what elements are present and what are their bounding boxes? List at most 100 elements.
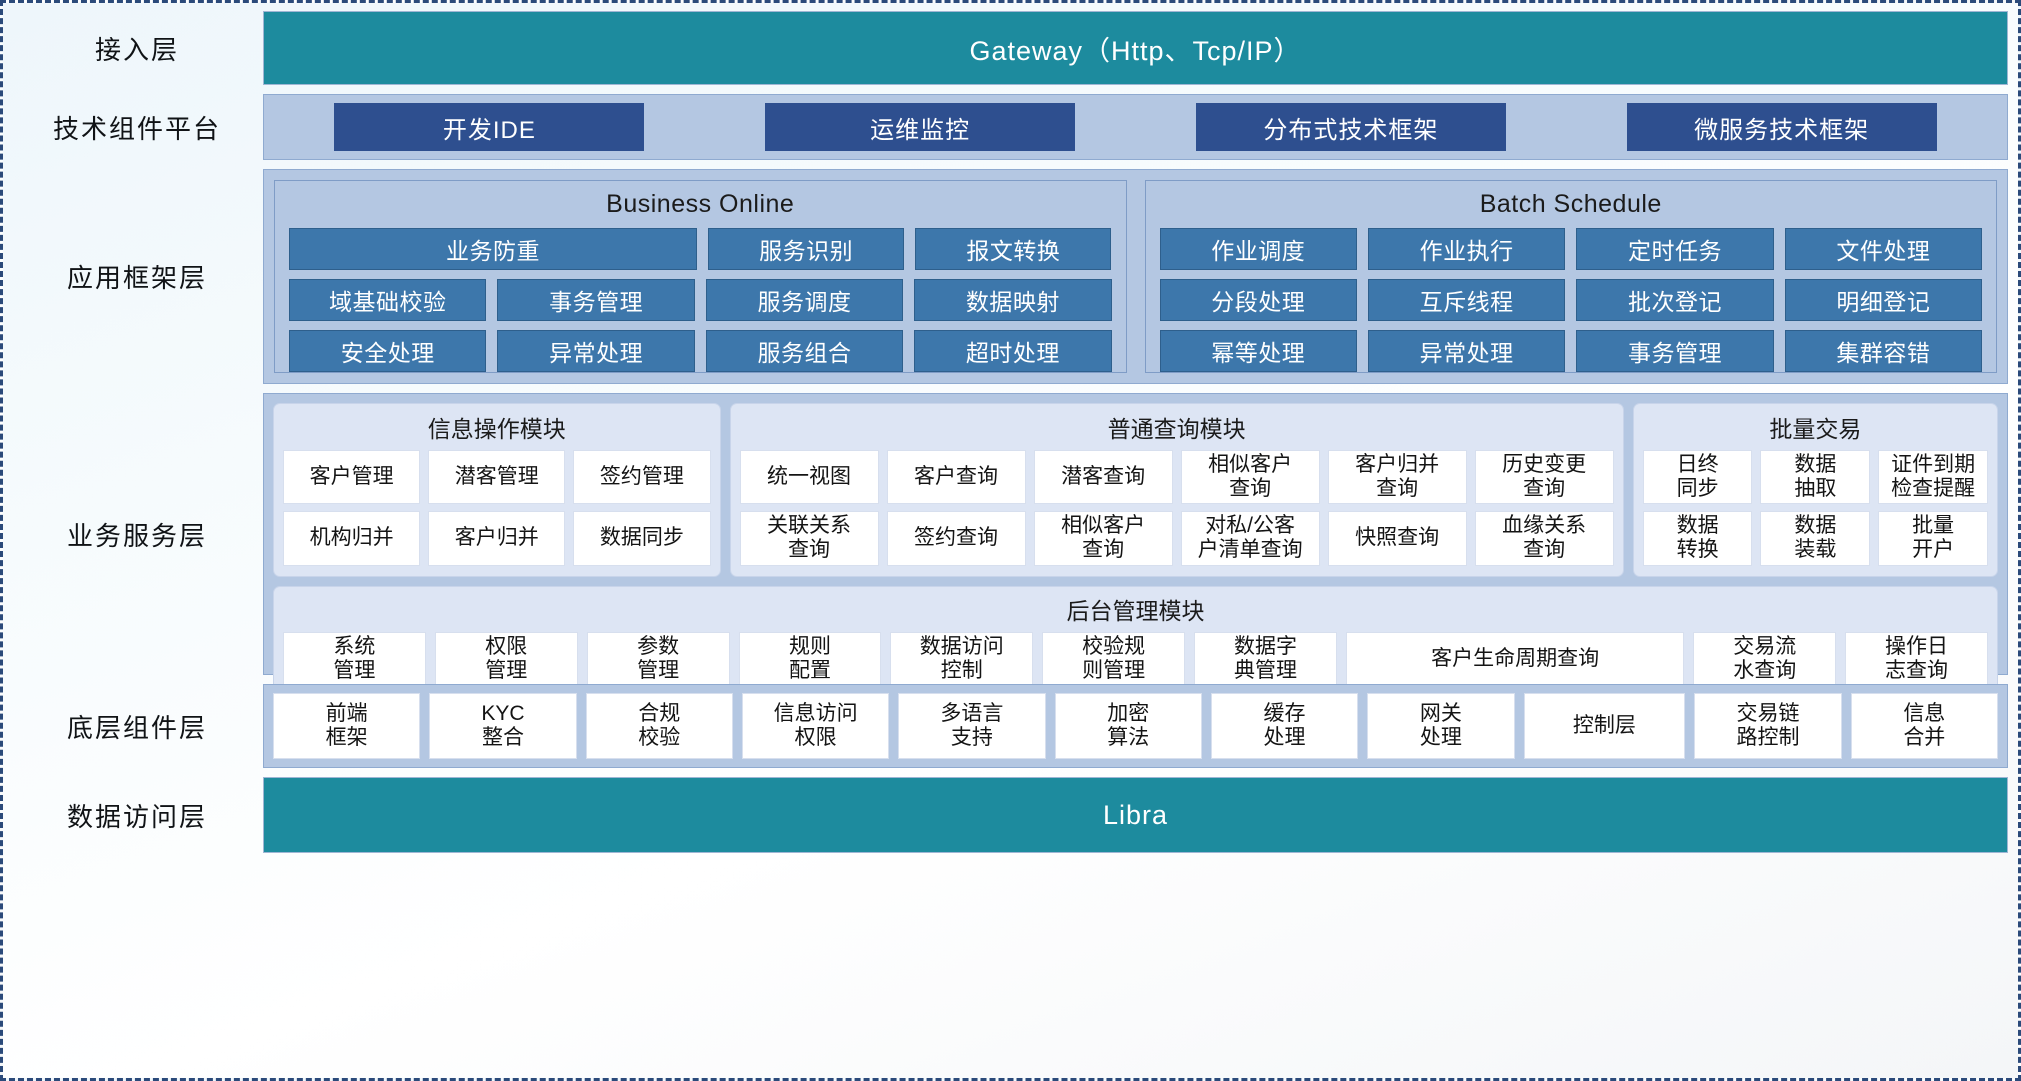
cell-customer-lifecycle-query[interactable]: 客户生命周期查询	[1345, 631, 1685, 686]
af-cell-data-mapping[interactable]: 数据映射	[914, 279, 1112, 321]
cell-info-access-permission[interactable]: 信息访问 权限	[741, 693, 890, 759]
cell-customer-query[interactable]: 客户查询	[886, 450, 1026, 505]
cell-relation-query[interactable]: 关联关系 查询	[739, 511, 879, 566]
cell-system-mgmt[interactable]: 系统 管理	[283, 631, 426, 686]
layer-body-app-framework: Business Online 业务防重 服务识别 报文转换 域基础校验 事务管…	[263, 169, 2008, 384]
af-row: 作业调度 作业执行 定时任务 文件处理	[1159, 228, 1982, 270]
module-title-common-query: 普通查询模块	[1107, 416, 1246, 442]
module-title-backend-management: 后台管理模块	[1066, 597, 1205, 624]
af-cell-transaction-mgmt[interactable]: 事务管理	[497, 279, 695, 321]
cell-cache-processing[interactable]: 缓存 处理	[1210, 693, 1359, 759]
cell-frontend-framework[interactable]: 前端 框架	[273, 693, 421, 759]
cell-private-public-list-query[interactable]: 对私/公客 户清单查询	[1180, 511, 1320, 566]
cell-data-dictionary-mgmt[interactable]: 数据字 典管理	[1194, 631, 1337, 686]
af-cell-job-execute[interactable]: 作业执行	[1367, 228, 1566, 270]
layer-business-service: 业务服务层 信息操作模块 客户管理 潜客管理 签约管理	[11, 393, 2008, 693]
cell-control-layer[interactable]: 控制层	[1523, 693, 1686, 759]
cell-compliance-check[interactable]: 合规 校验	[585, 693, 733, 759]
tech-chip-ops-monitor[interactable]: 运维监控	[765, 103, 1076, 151]
cell-history-change-query[interactable]: 历史变更 查询	[1474, 450, 1614, 505]
cell-data-extract[interactable]: 数据 抽取	[1760, 450, 1871, 505]
module-row: 数据 转换 数据 装载 批量 开户	[1642, 511, 1988, 566]
cell-data-access-control[interactable]: 数据访问 控制	[890, 631, 1034, 686]
tech-chip-distributed-fw[interactable]: 分布式技术框架	[1195, 103, 1506, 151]
af-cell-service-dispatch[interactable]: 服务调度	[705, 279, 904, 321]
af-cell-job-schedule[interactable]: 作业调度	[1159, 228, 1357, 270]
layer-body-business-service: 信息操作模块 客户管理 潜客管理 签约管理 机构归并 客户归并 数据同步	[263, 393, 2008, 693]
cell-eod-sync[interactable]: 日终 同步	[1642, 450, 1753, 505]
cell-data-load[interactable]: 数据 装载	[1760, 511, 1871, 566]
af-cell-exception-handle[interactable]: 异常处理	[497, 330, 695, 372]
cell-rule-config[interactable]: 规则 配置	[738, 631, 882, 686]
af-row: 业务防重 服务识别 报文转换	[289, 228, 1112, 270]
layer-label-tech-platform: 技术组件平台	[52, 113, 221, 144]
af-cell-service-compose[interactable]: 服务组合	[705, 330, 904, 372]
af-cell-message-convert[interactable]: 报文转换	[915, 228, 1112, 270]
cell-encryption-algorithm[interactable]: 加密 算法	[1054, 693, 1202, 759]
module-row: 系统 管理 权限 管理 参数 管理 规则 配置 数据访问 控制 校验规 则管理 …	[283, 631, 1988, 686]
layer-body-base-components: 前端 框架 KYC 整合 合规 校验 信息访问 权限 多语言 支持 加密 算法 …	[263, 684, 2008, 768]
layer-tech-platform: 技术组件平台 开发IDE 运维监控 分布式技术框架 微服务技术框架	[11, 94, 2008, 160]
cell-customer-merge[interactable]: 客户归并	[428, 511, 566, 566]
cell-gateway-processing[interactable]: 网关 处理	[1367, 693, 1515, 759]
cell-similar-customer-query-2[interactable]: 相似客户 查询	[1033, 511, 1173, 566]
af-cell-mutex-thread[interactable]: 互斥线程	[1367, 279, 1566, 321]
af-cell-timeout-handle[interactable]: 超时处理	[914, 330, 1112, 372]
af-cell-timed-task[interactable]: 定时任务	[1576, 228, 1774, 270]
layer-label-data-access: 数据访问层	[66, 801, 207, 832]
af-cell-batch-register[interactable]: 批次登记	[1576, 279, 1774, 321]
cell-contract-mgmt[interactable]: 签约管理	[573, 450, 711, 505]
cell-similar-customer-query[interactable]: 相似客户 查询	[1180, 450, 1320, 505]
cell-parameter-mgmt[interactable]: 参数 管理	[586, 631, 730, 686]
cell-operation-log-query[interactable]: 操作日 志查询	[1845, 631, 1988, 686]
cell-contract-query[interactable]: 签约查询	[886, 511, 1026, 566]
layer-body-data-access: Libra	[263, 777, 2008, 853]
af-cell-segment-process[interactable]: 分段处理	[1159, 279, 1357, 321]
group-business-online: Business Online 业务防重 服务识别 报文转换 域基础校验 事务管…	[274, 180, 1127, 373]
libra-bar[interactable]: Libra	[263, 777, 2008, 853]
af-cell-detail-register[interactable]: 明细登记	[1784, 279, 1982, 321]
cell-batch-open-acct[interactable]: 批量 开户	[1878, 511, 1988, 566]
cell-cert-expiry-alert[interactable]: 证件到期 检查提醒	[1878, 450, 1988, 505]
gateway-bar[interactable]: Gateway（Http、Tcp/IP）	[263, 11, 2008, 85]
cell-lineage-query[interactable]: 血缘关系 查询	[1474, 511, 1614, 566]
af-cell-file-process[interactable]: 文件处理	[1784, 228, 1982, 270]
cell-data-sync[interactable]: 数据同步	[573, 511, 711, 566]
af-cell-domain-validate[interactable]: 域基础校验	[289, 279, 487, 321]
module-backend-management: 后台管理模块 系统 管理 权限 管理 参数 管理 规则 配置 数据访问 控制 校…	[273, 585, 1998, 693]
module-rows: 统一视图 客户查询 潜客查询 相似客户 查询 客户归并 查询 历史变更 查询 关…	[739, 450, 1614, 566]
cell-info-merge[interactable]: 信息 合并	[1850, 693, 1998, 759]
cell-customer-mgmt[interactable]: 客户管理	[283, 450, 421, 505]
module-common-query: 普通查询模块 统一视图 客户查询 潜客查询 相似客户 查询 客户归并 查询 历史…	[729, 403, 1624, 577]
cell-snapshot-query[interactable]: 快照查询	[1327, 511, 1467, 566]
af-cell-business-dedup[interactable]: 业务防重	[289, 228, 697, 270]
af-cell-service-identify[interactable]: 服务识别	[707, 228, 905, 270]
cell-unified-view[interactable]: 统一视图	[739, 450, 879, 505]
app-framework-groups: Business Online 业务防重 服务识别 报文转换 域基础校验 事务管…	[274, 180, 1997, 373]
layer-body-access: Gateway（Http、Tcp/IP）	[263, 11, 2008, 85]
af-cell-transaction-mgmt-2[interactable]: 事务管理	[1576, 330, 1774, 372]
cell-kyc-integration[interactable]: KYC 整合	[429, 693, 577, 759]
cell-transaction-flow-query[interactable]: 交易流 水查询	[1693, 631, 1837, 686]
tech-chip-microservice-fw[interactable]: 微服务技术框架	[1626, 103, 1937, 151]
module-batch-transaction: 批量交易 日终 同步 数据 抽取 证件到期 检查提醒 数据 转换 数据 装载 批…	[1632, 403, 1998, 577]
layer-label-base-components: 底层组件层	[66, 712, 207, 743]
tech-chip-dev-ide[interactable]: 开发IDE	[334, 103, 645, 151]
cell-transaction-link-control[interactable]: 交易链 路控制	[1694, 693, 1842, 759]
layer-body-tech-platform: 开发IDE 运维监控 分布式技术框架 微服务技术框架	[263, 94, 2008, 160]
cell-data-transform[interactable]: 数据 转换	[1642, 511, 1753, 566]
af-row: 域基础校验 事务管理 服务调度 数据映射	[289, 279, 1112, 321]
cell-prospect-mgmt[interactable]: 潜客管理	[428, 450, 566, 505]
cell-prospect-query[interactable]: 潜客查询	[1033, 450, 1173, 505]
af-cell-cluster-failover[interactable]: 集群容错	[1784, 330, 1982, 372]
af-cell-idempotent[interactable]: 幂等处理	[1159, 330, 1357, 372]
layer-label-app-framework: 应用框架层	[66, 263, 207, 293]
cell-multilanguage-support[interactable]: 多语言 支持	[898, 693, 1046, 759]
af-cell-exception-handle-2[interactable]: 异常处理	[1367, 330, 1566, 372]
cell-validation-rule-mgmt[interactable]: 校验规 则管理	[1042, 631, 1186, 686]
cell-org-merge[interactable]: 机构归并	[283, 511, 421, 566]
cell-customer-merge-query[interactable]: 客户归并 查询	[1327, 450, 1467, 505]
af-cell-security-handle[interactable]: 安全处理	[289, 330, 487, 372]
cell-permission-mgmt[interactable]: 权限 管理	[434, 631, 578, 686]
module-title-info-operation: 信息操作模块	[427, 416, 566, 442]
